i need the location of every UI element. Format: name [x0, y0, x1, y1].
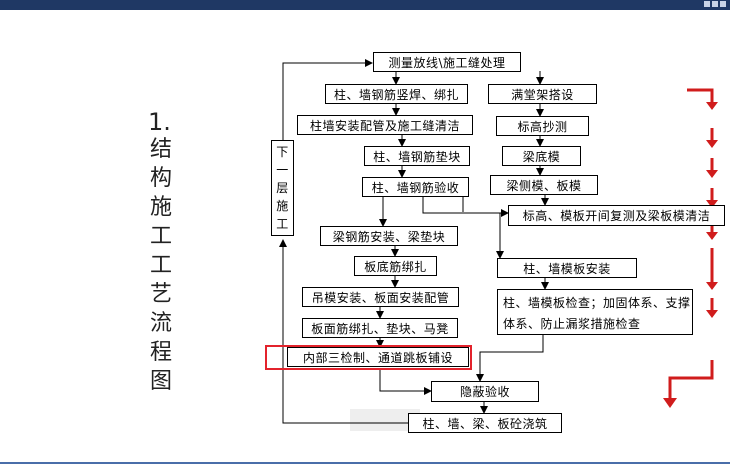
node-formwork-check: 柱、墙模板检查；加固体系、支撑体系、防止漏浆措施检查: [497, 289, 693, 335]
node-concealed-inspection: 隐蔽验收: [431, 381, 539, 402]
node-elevation-survey: 标高抄测: [496, 116, 589, 136]
node-slab-top-rebar: 板面筋绑扎、垫块、马凳: [302, 318, 458, 338]
edge-n8-n10: [422, 196, 509, 217]
node-survey-setout: 测量放线\施工缝处理: [373, 52, 521, 72]
title-number: 1.: [148, 108, 171, 136]
node-rebar-spacer: 柱、墙钢筋垫块: [364, 146, 470, 166]
highlight-box: [265, 345, 472, 370]
node-column-wall-formwork: 柱、墙模板安装: [497, 258, 637, 278]
node-rebar-inspection: 柱、墙钢筋验收: [362, 177, 469, 197]
direction-arrow: [668, 88, 714, 400]
node-beam-bottom-form: 梁底模: [502, 146, 581, 166]
node-concrete-pouring: 柱、墙、梁、板砼浇筑: [408, 413, 562, 433]
shadow-block: [350, 409, 420, 431]
node-hanging-form-pipe: 吊模安装、板面安装配管: [302, 287, 459, 307]
edge-n17-n18: [379, 369, 432, 395]
node-beam-side-form: 梁侧模、板模: [490, 175, 598, 195]
node-slab-bottom-rebar: 板底筋绑扎: [354, 256, 437, 276]
page-title: 结构施工工艺流程图: [150, 137, 173, 394]
edge-n19-side: [279, 239, 408, 424]
node-pipe-joint-clean: 柱墙安装配管及施工缝清洁: [297, 115, 473, 135]
edge-side-n1: [282, 59, 373, 140]
edge-n15-n18: [476, 334, 544, 382]
node-column-wall-rebar-tie: 柱、墙钢筋竖焊、绑扎: [325, 84, 468, 104]
top-bar: [0, 0, 730, 10]
node-next-floor: 下一层施工: [271, 140, 294, 236]
node-internal-check: 内部三检制、通道跳板铺设: [287, 347, 469, 367]
bottom-divider: [0, 462, 730, 464]
node-recheck-clean: 标高、模板开间复测及梁板模清洁: [508, 205, 725, 226]
node-beam-rebar-install: 梁钢筋安装、梁垫块: [320, 226, 458, 246]
node-full-scaffold: 满堂架搭设: [488, 84, 597, 104]
top-bar-dots: [704, 1, 726, 9]
